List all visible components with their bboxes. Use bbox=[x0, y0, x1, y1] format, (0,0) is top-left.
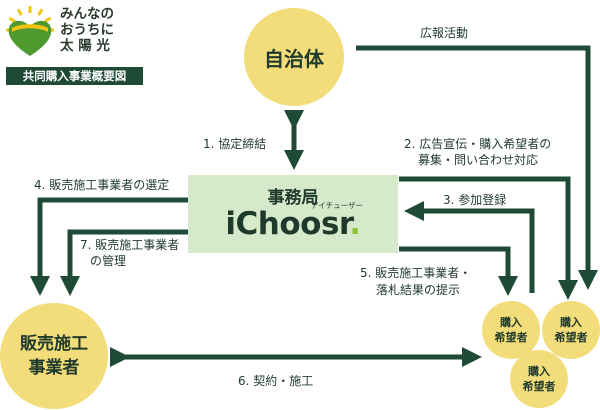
buyer-node: 購入 希望者 bbox=[542, 301, 600, 359]
arrow-step7 bbox=[60, 229, 188, 296]
arrow-step3 bbox=[404, 201, 535, 293]
office-node: 事務局 アイチューザー iChoosr. bbox=[188, 175, 398, 253]
office-brand-text: iChoosr bbox=[225, 206, 350, 242]
office-brand-dot: . bbox=[349, 206, 361, 242]
label-pr: 広報活動 bbox=[420, 26, 469, 40]
logo-line-2: おうちに bbox=[60, 22, 114, 38]
arrow-step4 bbox=[30, 197, 188, 296]
label-step1: 1. 協定締結 bbox=[203, 137, 267, 151]
buyer-node: 購入 希望者 bbox=[510, 350, 568, 408]
label-step7-line2: の管理 bbox=[90, 254, 127, 268]
contractor-node: 販売施工 事業者 bbox=[0, 303, 108, 409]
sun-heart-logo-icon bbox=[6, 6, 54, 56]
buyer-label-line2: 希望者 bbox=[494, 331, 528, 344]
municipality-node: 自治体 bbox=[244, 8, 344, 106]
office-ruby: アイチューザー bbox=[311, 201, 363, 210]
logo-wordmark: みんなの おうちに 太 陽 光 bbox=[60, 6, 114, 54]
label-step7-line1: 7. 販売施工事業者 bbox=[80, 238, 180, 252]
logo-line-1: みんなの bbox=[60, 6, 114, 22]
office-brand-logo: iChoosr. bbox=[218, 206, 368, 242]
municipality-label: 自治体 bbox=[264, 46, 324, 71]
buyer-node: 購入 希望者 bbox=[482, 301, 540, 359]
arrow-pr bbox=[356, 45, 598, 290]
contractor-label-line2: 事業者 bbox=[28, 358, 80, 378]
buyer-label-line1: 購入 bbox=[500, 316, 522, 329]
buyer-label-line2: 希望者 bbox=[554, 331, 588, 344]
label-step5-line1: 5. 販売施工事業者・ bbox=[360, 266, 472, 280]
label-step5-line2: 落札結果の提示 bbox=[376, 283, 461, 297]
logo-line-3: 太 陽 光 bbox=[60, 38, 110, 54]
office-title: 事務局 bbox=[267, 188, 319, 208]
label-step2-line2: 募集・問い合わせ対応 bbox=[418, 153, 539, 167]
label-step6: 6. 契約・施工 bbox=[238, 374, 314, 388]
label-step2-line1: 2. 広告宣伝・購入希望者の bbox=[404, 137, 552, 151]
arrow-step5 bbox=[399, 246, 518, 296]
buyer-label-line1: 購入 bbox=[528, 365, 550, 378]
label-step3: 3. 参加登録 bbox=[443, 193, 507, 207]
arrow-step2 bbox=[399, 176, 578, 300]
contractor-label-line1: 販売施工 bbox=[20, 334, 88, 354]
label-step4: 4. 販売施工事業者の選定 bbox=[34, 178, 170, 192]
diagram-title-tag: 共同購入事業概要図 bbox=[6, 67, 143, 85]
buyer-label-line2: 希望者 bbox=[522, 380, 556, 393]
buyer-label-line1: 購入 bbox=[560, 316, 582, 329]
